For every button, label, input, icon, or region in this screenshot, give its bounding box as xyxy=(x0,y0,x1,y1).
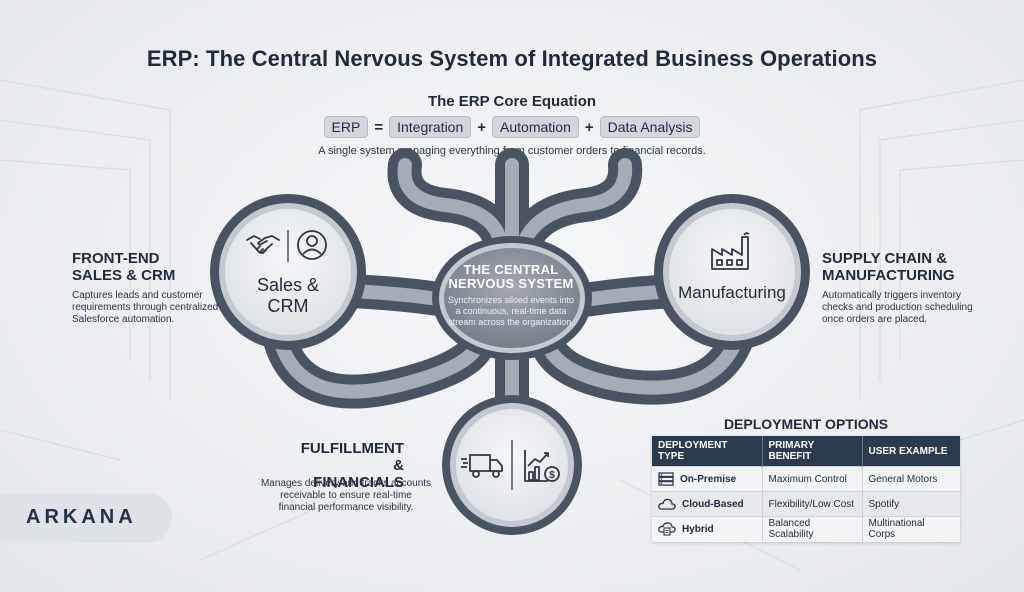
fulfillment-title-line1: FULFILLMENT xyxy=(300,440,404,457)
fulfillment-description: Manages delivery and tracks accounts rec… xyxy=(258,478,434,514)
svg-text:$: $ xyxy=(549,470,555,481)
front-end-description: Captures leads and customer requirements… xyxy=(72,290,218,326)
core-desc-line2: a continuous, real-time data xyxy=(455,306,567,316)
deployment-type-label: Hybrid xyxy=(682,523,714,535)
front-end-title: FRONT-END SALES & CRM xyxy=(72,250,175,284)
fulfillment-desc-line1: Manages delivery and tracks accounts xyxy=(260,478,432,489)
table-cell-type: On-Premise xyxy=(652,466,763,492)
manufacturing-node xyxy=(654,194,810,350)
hybrid-cloud-icon xyxy=(658,522,676,536)
front-end-desc-line1: Captures leads and customer xyxy=(72,290,203,301)
equation-operator-plus: + xyxy=(584,118,594,136)
sales-crm-label-line2: CRM xyxy=(267,296,309,316)
table-row: Hybrid Balanced Scalability Multinationa… xyxy=(652,516,960,542)
equation-term-erp: ERP xyxy=(323,116,369,138)
factory-icon xyxy=(711,232,750,270)
table-header-example: USER EXAMPLE xyxy=(862,436,960,467)
supply-chain-title: SUPPLY CHAIN & MANUFACTURING xyxy=(822,250,955,284)
core-title: THE CENTRAL NERVOUS SYSTEM xyxy=(436,263,586,291)
central-core-node xyxy=(432,236,592,360)
table-cell-type: Hybrid xyxy=(652,516,763,542)
equation-row: ERP = Integration + Automation + Data An… xyxy=(0,116,1024,138)
table-cell-type: Cloud-Based xyxy=(652,491,763,517)
equation-term-integration: Integration xyxy=(389,116,472,138)
user-icon xyxy=(297,230,327,260)
table-row: On-Premise Maximum Control General Motor… xyxy=(652,466,960,492)
manufacturing-label: Manufacturing xyxy=(678,283,786,302)
sales-crm-label-line1: Sales & xyxy=(256,275,320,295)
supply-chain-title-line1: SUPPLY CHAIN & xyxy=(822,250,948,267)
sales-crm-node xyxy=(210,194,366,350)
fulfillment-title-line2: & FINANCIALS xyxy=(313,457,404,491)
cloud-icon xyxy=(658,498,676,510)
table-cell-benefit: Balanced Scalability xyxy=(762,516,863,542)
front-end-desc-line2: requirements through centralized xyxy=(72,302,219,313)
logo-badge xyxy=(0,493,172,543)
supply-chain-desc-line3: once orders are placed. xyxy=(822,314,928,325)
table-header-type: DEPLOYMENT TYPE xyxy=(652,436,763,467)
table-header-benefit: PRIMARY BENEFIT xyxy=(762,436,863,467)
deployment-type-label: Cloud-Based xyxy=(682,498,744,510)
supply-chain-description: Automatically triggers inventory checks … xyxy=(822,290,973,326)
supply-chain-title-line2: MANUFACTURING xyxy=(822,267,955,284)
handshake-icon xyxy=(246,235,280,254)
equation-operator-equals: = xyxy=(374,118,384,136)
equation-operator-plus: + xyxy=(477,118,487,136)
deployment-type-label: On-Premise xyxy=(680,473,737,485)
fulfillment-desc-line2: receivable to ensure real-time xyxy=(280,490,412,501)
supply-chain-desc-line1: Automatically triggers inventory xyxy=(822,290,961,301)
front-end-desc-line3: Salesforce automation. xyxy=(72,314,175,325)
equation-heading: The ERP Core Equation xyxy=(427,93,597,110)
sales-crm-label: Sales & CRM xyxy=(238,275,338,317)
truck-icon xyxy=(461,454,503,478)
equation-term-automation: Automation xyxy=(492,116,579,138)
table-cell-example: Spotify xyxy=(862,491,960,517)
core-desc-line1: Synchronizes siloed events into xyxy=(447,295,575,305)
front-end-title-line1: FRONT-END xyxy=(72,250,160,267)
brand-logo: ARKANA xyxy=(26,506,137,528)
core-description: Synchronizes siloed events into a contin… xyxy=(444,295,578,328)
table-cell-example: Multinational Corps xyxy=(862,516,960,542)
deployment-table: DEPLOYMENT TYPE PRIMARY BENEFIT USER EXA… xyxy=(652,436,960,542)
financial-chart-icon: $ xyxy=(524,450,560,482)
table-cell-example: General Motors xyxy=(862,466,960,492)
table-row: Cloud-Based Flexibility/Low Cost Spotify xyxy=(652,491,960,517)
fulfillment-title: FULFILLMENT & FINANCIALS xyxy=(300,440,404,491)
core-title-line1: THE CENTRAL xyxy=(463,262,559,277)
equation-term-data-analysis: Data Analysis xyxy=(599,116,701,138)
deployment-title: DEPLOYMENT OPTIONS xyxy=(723,416,889,432)
page-title: ERP: The Central Nervous System of Integ… xyxy=(146,46,878,71)
fulfillment-desc-line3: financial performance visibility. xyxy=(278,502,414,513)
server-icon xyxy=(658,472,674,486)
table-cell-benefit: Maximum Control xyxy=(762,466,863,492)
supply-chain-desc-line2: checks and production scheduling xyxy=(822,302,973,313)
core-title-line2: NERVOUS SYSTEM xyxy=(448,276,574,291)
core-desc-line3: stream across the organization. xyxy=(448,317,574,327)
front-end-title-line2: SALES & CRM xyxy=(72,267,176,284)
table-cell-benefit: Flexibility/Low Cost xyxy=(762,491,863,517)
